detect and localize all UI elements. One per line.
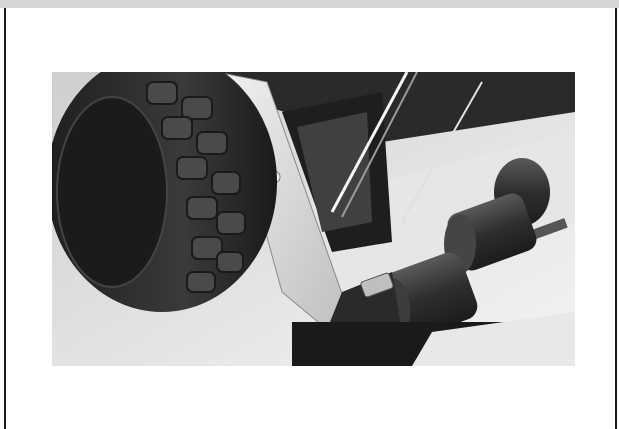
top-border-bar [0,0,619,8]
tire-tread [146,81,246,293]
adjust-knob [360,272,394,298]
rod-1 [330,72,409,213]
left-frame-line [4,8,6,429]
mower-illustration [52,72,575,366]
rod-2 [341,72,418,218]
rod-3 [401,81,483,223]
right-frame-line [615,8,617,429]
mower-photo [52,72,575,366]
wheel-hub [56,96,168,288]
bracket-face [297,112,372,232]
base-highlight [412,312,575,366]
